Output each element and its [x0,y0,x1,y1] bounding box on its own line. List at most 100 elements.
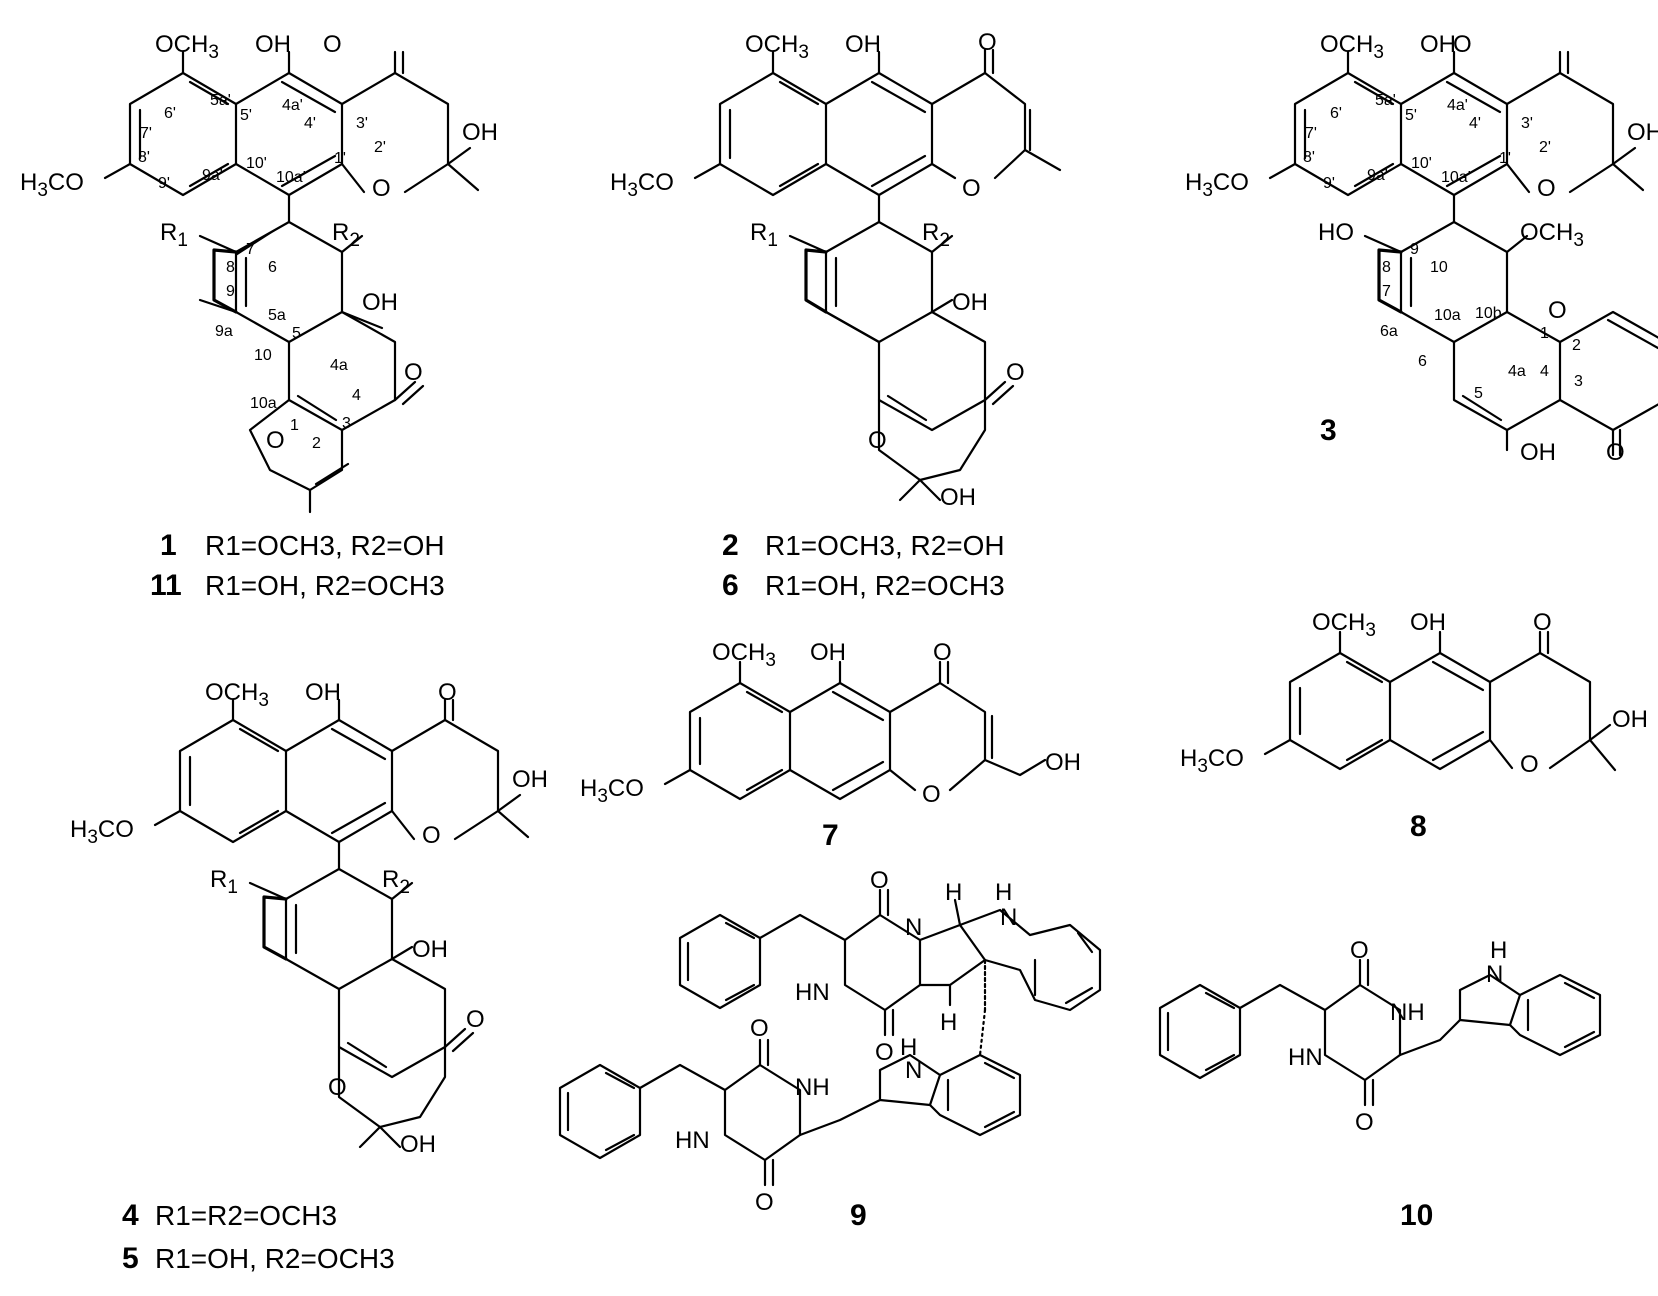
locant: 7 [246,241,255,258]
locant: 2' [1539,139,1551,156]
locant: 9' [1323,175,1335,192]
compound-id: 8 [1410,810,1427,843]
carbonyl-o-label: O [323,31,342,58]
locant: 4 [1540,363,1549,380]
r2-label: R2 [922,219,950,251]
h-label: H [945,879,962,906]
structure-compound-1: OCH3 OH O OH H3CO O R1 R2 OH O O 6' 5a' … [20,31,498,602]
ring-o-label: O [372,175,391,202]
compound-caption: R1=OCH3, R2=OH [205,530,445,561]
ring-o-label: O [1537,175,1556,202]
carbonyl-o-label: O [438,679,457,706]
oh-label: OH [1627,119,1658,146]
locant: 1' [334,150,346,167]
h-label: H [940,1009,957,1036]
oh-label: OH [1045,749,1081,776]
oh-label: OH [400,1131,436,1158]
hn-label: HN [1288,1044,1323,1071]
ring-o-label: O [328,1074,347,1101]
oh-label: OH [1612,706,1648,733]
oh-label: OH [940,484,976,511]
locant: 1 [290,417,299,434]
carbonyl-o-label: O [933,639,952,666]
och3-label: OCH3 [205,679,269,711]
locant: 6 [268,259,277,276]
oh-label: OH [412,936,448,963]
locant: 9 [1410,241,1419,258]
locant: 10' [1411,155,1432,172]
locant: 4' [304,115,316,132]
compound-caption: R1=OCH3, R2=OH [765,530,1005,561]
carbonyl-o-label: O [1006,359,1025,386]
structure-compound-3: OCH3 OH O OH H3CO O HO OCH3 O OH O 6' 5a… [1185,31,1658,466]
carbonyl-o-label: O [1350,937,1369,964]
hn-label: HN [675,1127,710,1154]
oh-label: OH [810,639,846,666]
och3-label: OCH3 [1312,609,1376,641]
carbonyl-o-label: O [466,1006,485,1033]
carbonyl-o-label: O [1533,609,1552,636]
h3co-label: H3CO [580,775,644,807]
compound-id: 4 [122,1199,139,1232]
nh-label: N [1000,904,1017,931]
compound-id: 7 [822,819,839,852]
locant: 10' [246,155,267,172]
structure-compound-9: O N H H N HN H O O NH H N HN O 9 [558,867,1102,1232]
compound-id: 2 [722,529,739,562]
carbonyl-o-label: O [1355,1109,1374,1136]
ring-o-label: O [1548,297,1567,324]
locant: 8' [1303,149,1315,166]
locant: 7 [1382,283,1391,300]
locant: 3 [1574,373,1583,390]
r2-label: R2 [382,866,410,898]
locant: 3' [356,115,368,132]
carbonyl-o-label: O [978,29,997,56]
h3co-label: H3CO [1185,169,1249,201]
carbonyl-o-label: O [1606,439,1625,466]
och3-label: OCH3 [1320,31,1384,63]
locant: 5a [268,307,286,324]
structure-compound-4: OCH3 OH O OH H3CO O R1 R2 OH O O OH 4 R1… [70,679,548,1275]
locant: 8 [226,259,235,276]
compound-caption: R1=OH, R2=OCH3 [205,570,445,601]
compound-id: 10 [1400,1199,1433,1232]
h3co-label: H3CO [1180,745,1244,777]
n-label: N [905,914,922,941]
ring-o-label: O [922,781,941,808]
locant: 8' [138,149,150,166]
r1-label: R1 [210,866,238,898]
compound-caption: R1=OH, R2=OCH3 [155,1243,395,1274]
r1-label: R1 [750,219,778,251]
nh-label: NH [795,1074,830,1101]
h-label: H [900,1034,917,1061]
carbonyl-o-label: O [875,1039,894,1066]
carbonyl-o-label: O [870,867,889,894]
ring-o-label: O [422,822,441,849]
compound-id: 5 [122,1242,139,1275]
ring-o-label: O [266,427,285,454]
och3-label: OCH3 [712,639,776,671]
h-label: H [1490,937,1507,964]
oh-label: OH [362,289,398,316]
locant: 2 [1572,337,1581,354]
carbonyl-o-label: O [1453,31,1472,58]
locant: 1 [1540,325,1549,342]
nh-label: NH [1390,999,1425,1026]
locant: 4a [330,357,348,374]
locant: 10 [1430,259,1448,276]
och3-label: OCH3 [155,31,219,63]
oh-label: OH [1420,31,1456,58]
structure-compound-7: OCH3 OH O H3CO O OH 7 [580,639,1081,852]
compound-caption: R1=OH, R2=OCH3 [765,570,1005,601]
locant: 3' [1521,115,1533,132]
carbonyl-o-label: O [755,1189,774,1216]
locant: 5a' [1375,92,1396,109]
locant: 5 [292,325,301,342]
structure-compound-2: OCH3 OH O H3CO O R1 R2 OH O O OH 2 R1=OC… [610,29,1062,602]
hn-label: HN [795,979,830,1006]
ho-label: HO [1318,219,1354,246]
locant: 4 [352,387,361,404]
h3co-label: H3CO [70,816,134,848]
compound-id: 9 [850,1199,867,1232]
